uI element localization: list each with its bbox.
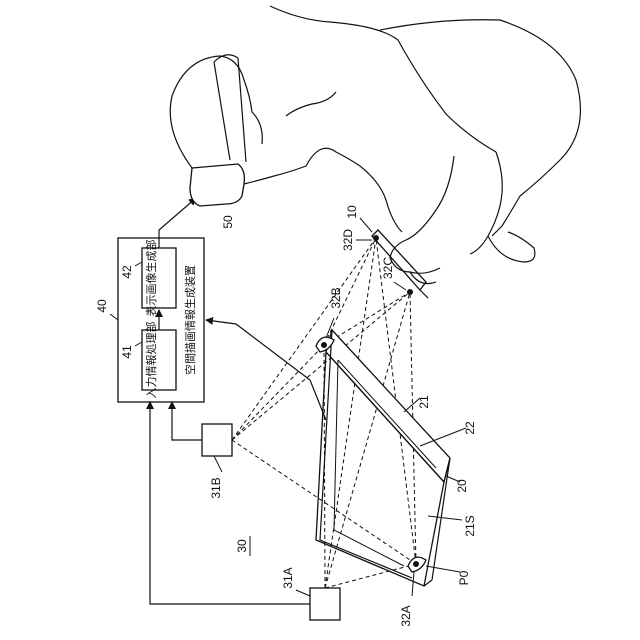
head-mounted-display — [190, 164, 244, 206]
pen-label: 10 — [345, 205, 359, 219]
input-surface-label: 21S — [463, 515, 477, 536]
marker-32c-leader — [394, 282, 406, 290]
tablet — [316, 330, 450, 586]
input-processing-label: 入力情報処理部 — [144, 322, 158, 399]
tablet-leader — [446, 476, 460, 482]
tablet-surface-label: 21 — [417, 395, 431, 409]
marker-32d-label: 32D — [341, 229, 355, 251]
input-processing-id: 41 — [120, 345, 134, 359]
hmd-label: 50 — [221, 215, 235, 229]
system-label: 30 — [235, 539, 249, 553]
generation-device-id: 40 — [95, 299, 109, 313]
pen-leader — [360, 218, 372, 232]
camera-b-leader — [214, 456, 222, 472]
camera-a-leader — [296, 590, 310, 596]
origin-leader — [426, 566, 460, 572]
tablet-cable — [206, 320, 326, 420]
camera-a — [310, 588, 340, 620]
origin-label: P0 — [457, 570, 471, 585]
display-generation-id: 42 — [120, 265, 134, 279]
marker-32a-leader — [412, 572, 414, 596]
generation-device-label: 空間描画情報生成装置 — [183, 265, 197, 375]
camera-b — [202, 424, 232, 456]
camera-a-label: 31A — [281, 567, 295, 588]
marker-32a-label: 32A — [399, 605, 413, 626]
camera-b-label: 31B — [209, 477, 223, 498]
marker-32b-label: 32B — [329, 287, 343, 308]
person-outline — [170, 6, 580, 284]
marker-32a — [408, 557, 426, 572]
marker-32c-label: 32C — [381, 257, 395, 279]
generation-device-leader — [110, 314, 118, 320]
camera-b-cable — [172, 402, 202, 440]
display-generation-label: 表示画像生成部 — [144, 240, 158, 317]
input-surface-leader — [428, 516, 462, 520]
